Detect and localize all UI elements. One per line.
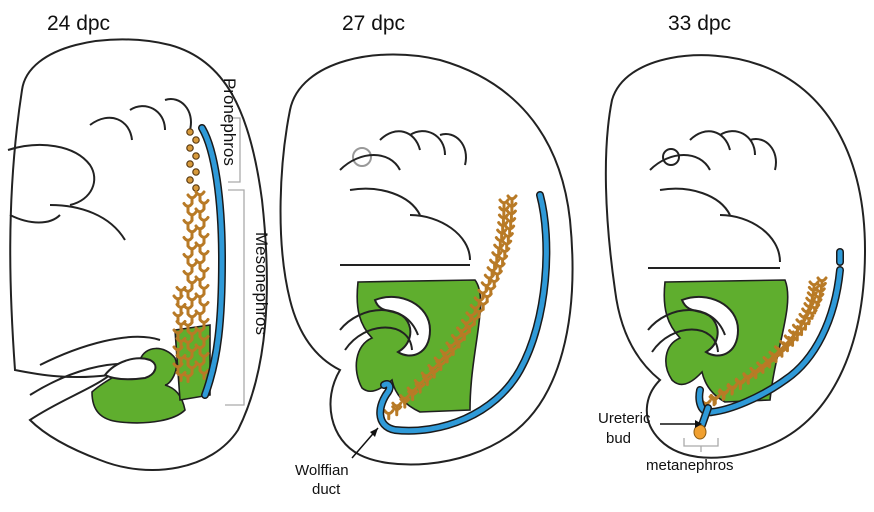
label-wolffian-1: Wolffian	[295, 462, 349, 479]
tubule	[187, 177, 193, 183]
stage-title-24dpc: 24 dpc	[47, 12, 110, 35]
stage-title-27dpc: 27 dpc	[342, 12, 405, 35]
tubule	[193, 185, 199, 191]
embryo-24dpc: 24 dpc Pronephros Mesonephros	[8, 12, 271, 470]
embryo-33dpc: 33 dpc Ureteric bud metanephros	[598, 12, 865, 474]
tubule	[193, 153, 199, 159]
label-ureteric-1: Ureteric	[598, 410, 651, 427]
label-ureteric-2: bud	[606, 430, 631, 447]
label-pronephros: Pronephros	[220, 78, 239, 166]
label-metanephros: metanephros	[646, 457, 734, 474]
stage-title-33dpc: 33 dpc	[668, 12, 731, 35]
embryo-27dpc: 27 dpc Wolffian duct	[281, 12, 573, 498]
tubule	[187, 129, 193, 135]
tubule	[187, 161, 193, 167]
label-wolffian-2: duct	[312, 481, 341, 498]
label-mesonephros: Mesonephros	[252, 232, 271, 335]
tubule	[187, 145, 193, 151]
tubule	[193, 137, 199, 143]
tubule	[193, 169, 199, 175]
